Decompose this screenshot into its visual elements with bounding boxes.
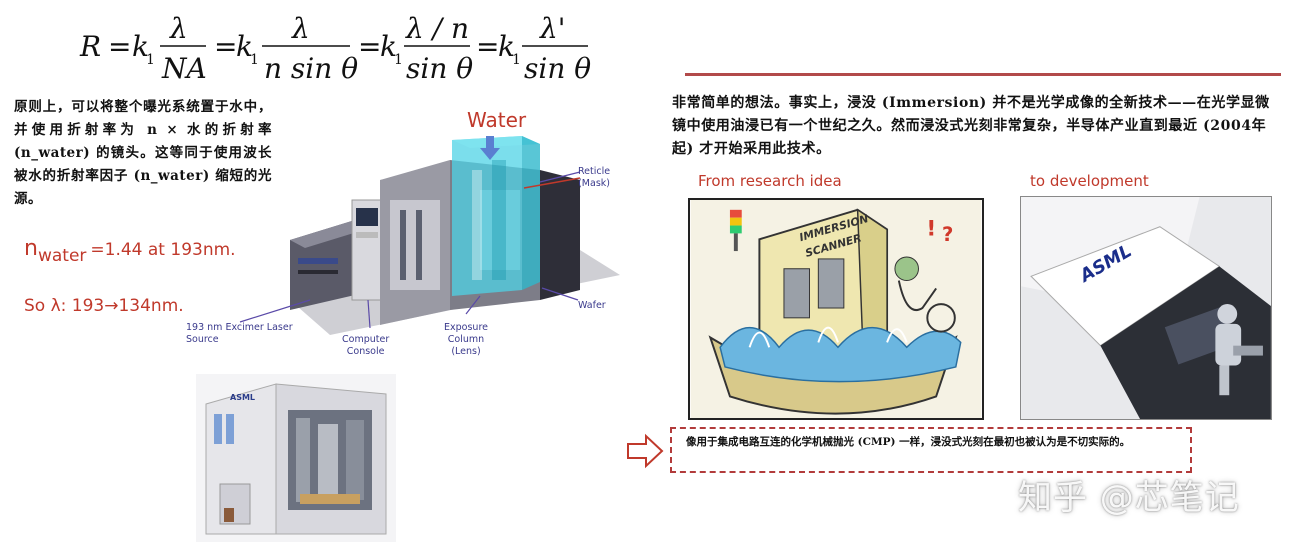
laser-text-1: 193 nm Excimer Laser xyxy=(186,322,293,333)
formula-k1-b: k xyxy=(236,30,253,63)
asml-machine-photo: ASML xyxy=(196,374,396,542)
console-label: Computer Console xyxy=(342,334,389,358)
formula-eq-2: = xyxy=(214,30,237,63)
n-symbol: n xyxy=(24,236,38,261)
formula-lambda-a: λ xyxy=(169,12,188,45)
n-water-line: nwater=1.44 at 193nm. xyxy=(24,236,236,266)
right-paragraph: 非常简单的想法。事实上，浸没 (Immersion) 并不是光学成像的全新技术—… xyxy=(672,95,1270,157)
console-text-2: Console xyxy=(346,346,385,357)
formula-NA: NA xyxy=(161,52,207,85)
formula-k1-c: k xyxy=(380,30,397,63)
formula-n-sin: n sin θ xyxy=(264,52,358,85)
section-divider xyxy=(685,73,1281,76)
reticle-sub-text: (Mask) xyxy=(578,178,610,189)
formula-k1-sub-c: 1 xyxy=(394,52,403,68)
console-text-1: Computer xyxy=(342,334,390,345)
formula-lambda-over-n: λ / n xyxy=(405,12,469,45)
water-label: Water xyxy=(467,108,527,132)
formula-k1-d: k xyxy=(498,30,515,63)
development-caption: to development xyxy=(1030,172,1149,190)
n-subscript: water xyxy=(37,246,87,266)
formula-eq-4: = xyxy=(476,30,499,63)
svg-text:?: ? xyxy=(942,223,953,246)
zhihu-watermark: 知乎 @芯笔记 xyxy=(1018,478,1240,518)
laser-text-2: Source xyxy=(186,334,219,345)
n-value: =1.44 at 193nm. xyxy=(90,240,236,260)
exposure-text-2: Column xyxy=(447,334,485,345)
immersion-scanner-diagram xyxy=(239,136,620,335)
note-box: 像用于集成电路互连的化学机械抛光 (CMP) 一样，浸没式光刻在最初也被认为是不… xyxy=(670,427,1192,473)
water-column xyxy=(452,136,540,296)
formula-lambda-prime: λ' xyxy=(539,12,565,45)
laser-unit xyxy=(290,220,370,310)
formula-sin-a: sin θ xyxy=(406,52,473,85)
formula-sin-b: sin θ xyxy=(524,52,591,85)
resolution-formula: R = k 1 λ NA = k 1 λ n sin θ = k 1 λ / n… xyxy=(79,12,591,85)
svg-text:!: ! xyxy=(926,216,936,241)
water-arrow xyxy=(480,136,500,160)
left-paragraph: 原则上，可以将整个曝光系统置于水中，并使用折射率为 n × 水的折射率 (n_w… xyxy=(14,99,272,207)
exposure-column-label: Exposure Column (Lens) xyxy=(444,322,488,358)
development-photo: ASML xyxy=(1020,196,1272,420)
wafer-label: Wafer xyxy=(578,300,606,311)
exposure-text-1: Exposure xyxy=(444,322,488,333)
right-arrow-icon xyxy=(627,433,664,469)
formula-k1-sub-b: 1 xyxy=(250,52,259,68)
formula-k1-sub-d: 1 xyxy=(512,52,521,68)
asml-small-logo: ASML xyxy=(230,393,255,402)
formula-eq-3: = xyxy=(358,30,381,63)
formula-eq-1: = xyxy=(108,30,131,63)
wavelength-line: So λ: 193→134nm. xyxy=(24,296,184,316)
reticle-label: Reticle (Mask) xyxy=(578,166,610,190)
formula-k1-a: k xyxy=(132,30,149,63)
computer-console xyxy=(351,199,383,301)
laser-source-label: 193 nm Excimer Laser Source xyxy=(186,322,293,346)
exposure-text-3: (Lens) xyxy=(451,346,481,357)
immersion-scanner-cartoon: IMMERSION SCANNER ! ? xyxy=(688,198,984,420)
formula-k1-sub-a: 1 xyxy=(146,52,155,68)
reticle-text: Reticle xyxy=(578,166,611,177)
research-caption: From research idea xyxy=(698,172,842,190)
formula-R: R xyxy=(79,30,101,63)
formula-lambda-b: λ xyxy=(291,12,310,45)
